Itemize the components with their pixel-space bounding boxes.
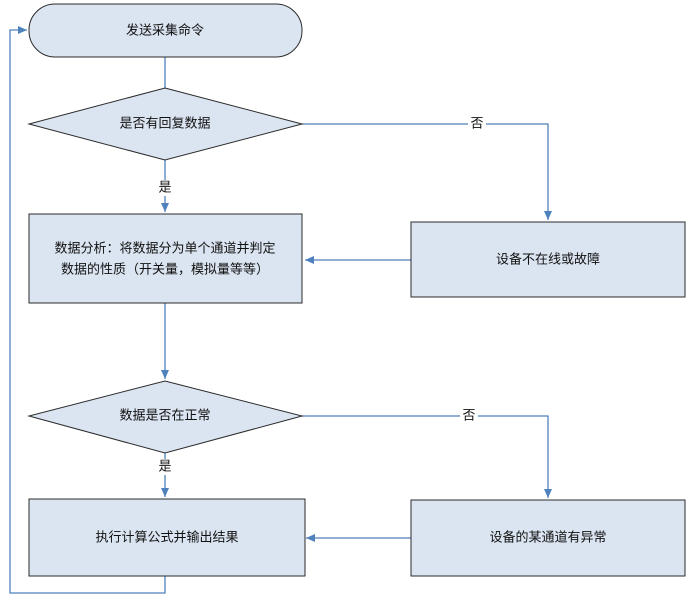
channel-abnormal-label: 设备的某通道有异常 <box>489 530 606 546</box>
data-analysis-box <box>28 213 303 304</box>
reply-check-label: 是否有回复数据 <box>119 117 210 132</box>
reply-yes-label-bg <box>157 180 173 196</box>
connector-normal-no <box>302 415 552 498</box>
device-offline-box <box>410 221 686 298</box>
reply-no-label: 否 <box>470 117 483 132</box>
normal-no-label: 否 <box>462 409 475 424</box>
normal-yes-label: 是 <box>158 460 171 475</box>
data-analysis-label-line2: 数据的性质（开关量，模拟量等等） <box>61 262 269 278</box>
normal-no-label-bg <box>460 408 478 424</box>
compute-output-label: 执行计算公式并输出结果 <box>95 530 238 546</box>
reply-no-label-bg <box>468 116 486 132</box>
normal-check-diamond <box>27 380 304 454</box>
start-terminator-label: 发送采集命令 <box>126 23 204 39</box>
channel-abnormal-box <box>410 499 686 577</box>
data-analysis-label-line1: 数据分析：将数据分为单个通道并判定 <box>54 242 275 257</box>
connector-reply-no <box>302 123 552 220</box>
reply-yes-label: 是 <box>158 181 171 196</box>
start-terminator <box>28 3 303 58</box>
normal-check-label: 数据是否在正常 <box>119 409 210 424</box>
device-offline-label: 设备不在线或故障 <box>496 252 600 268</box>
connector-loop-back <box>9 26 166 594</box>
normal-yes-label-bg <box>157 459 173 475</box>
reply-check-diamond <box>27 87 304 161</box>
compute-output-box <box>28 498 306 577</box>
